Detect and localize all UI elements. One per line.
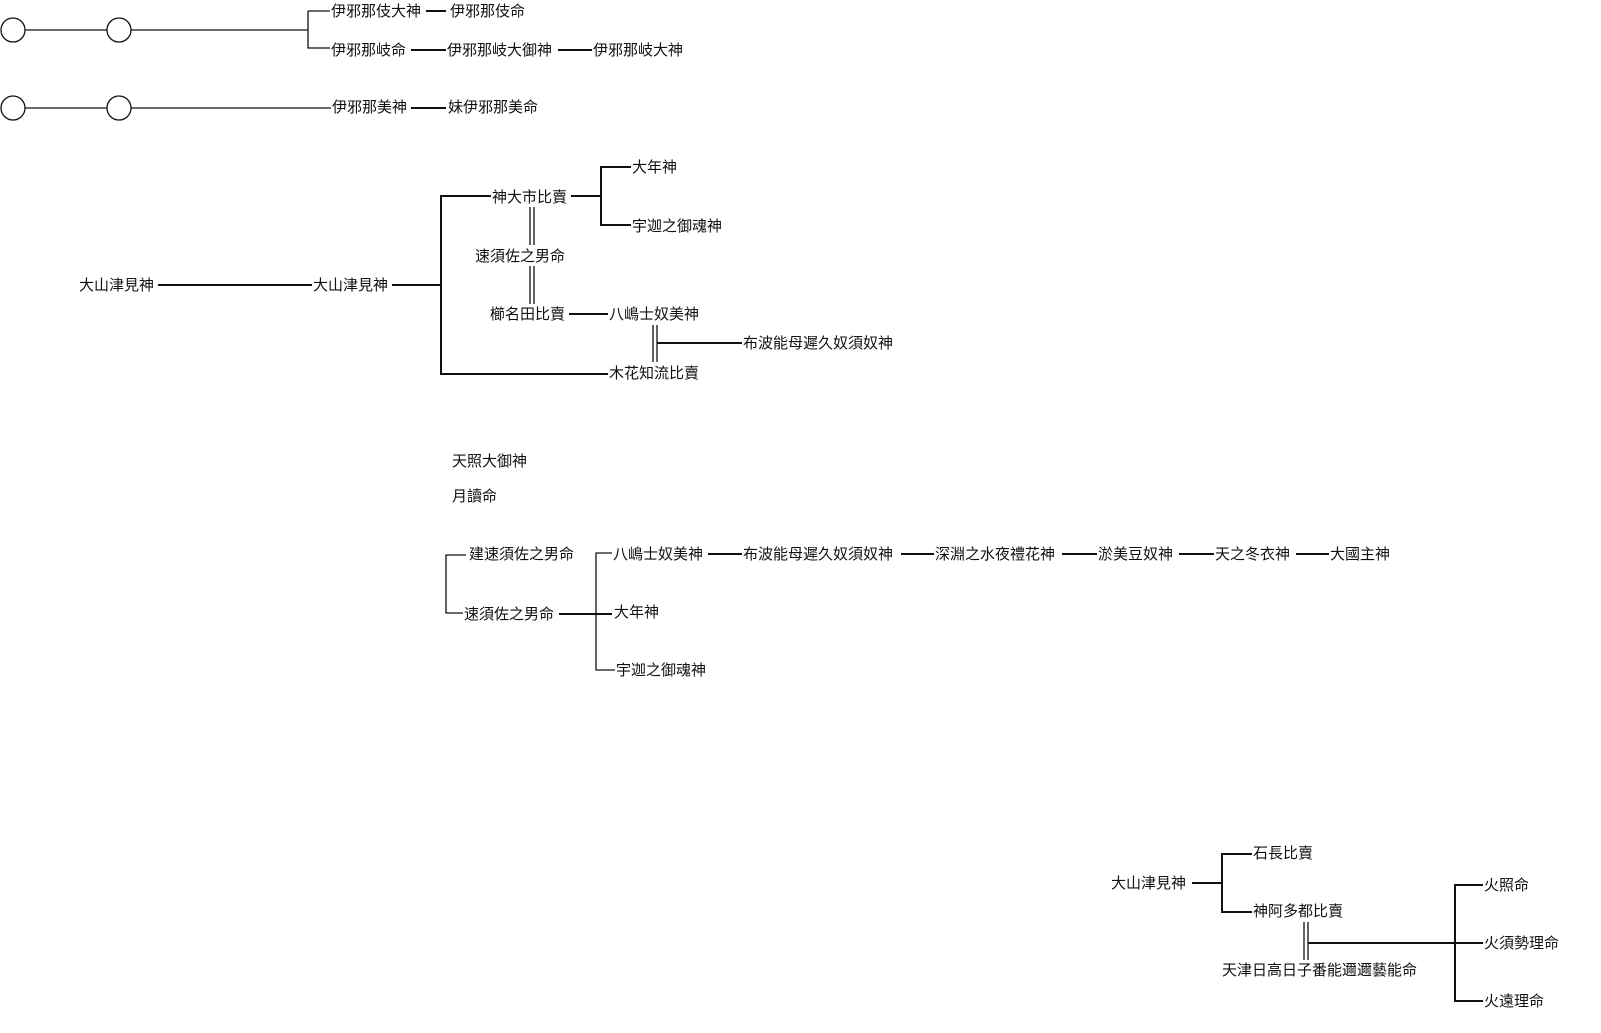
deity-label: 神大市比賣	[491, 187, 569, 207]
deity-label: 伊邪那岐大御神	[446, 40, 554, 60]
deity-label: 天津日高日子番能邇邇藝能命	[1221, 960, 1419, 980]
deity-label: 大國主神	[1329, 544, 1392, 564]
deity-label: 火遠理命	[1483, 991, 1546, 1011]
deity-label: 宇迦之御魂神	[631, 216, 724, 236]
unknown-ancestor-circle	[0, 95, 26, 121]
unknown-ancestor-circle	[0, 17, 26, 43]
deity-label: 布波能母遲久奴須奴神	[742, 544, 895, 564]
deity-label: 伊邪那岐命	[330, 40, 408, 60]
deity-label: 大山津見神	[1110, 873, 1188, 893]
deity-label: 伊邪那伎大神	[330, 1, 423, 21]
deity-label: 大山津見神	[78, 275, 156, 295]
deity-label: 大山津見神	[312, 275, 390, 295]
deity-label: 神阿多都比賣	[1252, 901, 1345, 921]
deity-label: 淤美豆奴神	[1097, 544, 1175, 564]
deity-label: 建速須佐之男命	[468, 544, 576, 564]
deity-label: 石長比賣	[1252, 843, 1315, 863]
deity-label: 伊邪那美神	[331, 97, 409, 117]
deity-label: 火須勢理命	[1483, 933, 1561, 953]
deity-label: 火照命	[1483, 875, 1531, 895]
deity-label: 天照大御神	[451, 451, 529, 471]
deity-label: 八嶋士奴美神	[612, 544, 705, 564]
deity-label: 速須佐之男命	[474, 246, 567, 266]
deity-label: 宇迦之御魂神	[615, 660, 708, 680]
deity-label: 伊邪那岐大神	[592, 40, 685, 60]
deity-label: 八嶋士奴美神	[608, 304, 701, 324]
deity-label: 布波能母遲久奴須奴神	[742, 333, 895, 353]
deity-label: 天之冬衣神	[1214, 544, 1292, 564]
deity-label: 妹伊邪那美命	[447, 97, 540, 117]
deity-label: 木花知流比賣	[608, 363, 701, 383]
deity-label: 櫛名田比賣	[489, 304, 567, 324]
deity-label: 大年神	[613, 602, 661, 622]
unknown-ancestor-circle	[106, 17, 132, 43]
unknown-ancestor-circle	[106, 95, 132, 121]
deity-label: 大年神	[631, 157, 679, 177]
deity-label: 速須佐之男命	[463, 604, 556, 624]
deity-label: 伊邪那伎命	[449, 1, 527, 21]
deity-label: 深淵之水夜禮花神	[934, 544, 1057, 564]
deity-label: 月讀命	[451, 486, 499, 506]
